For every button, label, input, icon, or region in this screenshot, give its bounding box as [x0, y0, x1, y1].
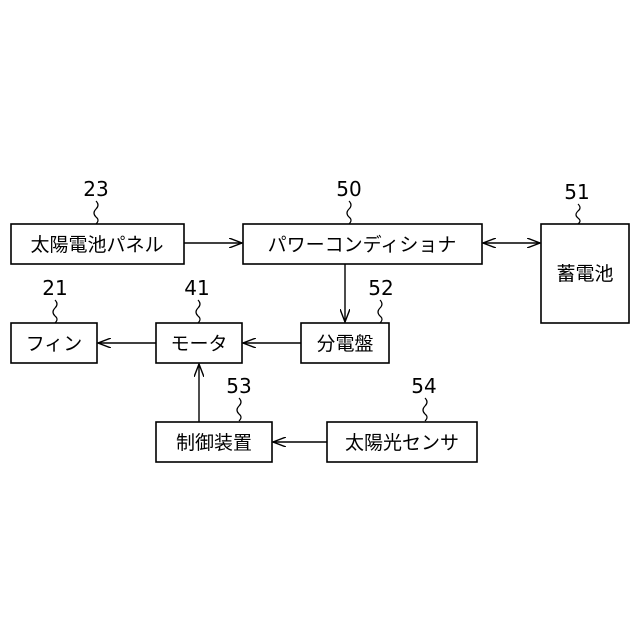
leader-motor [196, 300, 200, 323]
node-battery: 蓄電池 [541, 224, 629, 323]
distribution-board-label: 分電盤 [316, 333, 373, 355]
leader-control-device [237, 398, 241, 421]
ref-number-battery: 51 [564, 180, 589, 204]
power-conditioner-label: パワーコンディショナ [268, 234, 457, 256]
node-motor: モータ [156, 323, 242, 363]
node-power-conditioner: パワーコンディショナ [243, 224, 482, 264]
sun-sensor-label: 太陽光センサ [345, 432, 459, 454]
solar-panel-label: 太陽電池パネル [30, 234, 163, 256]
fin-label: フィン [26, 333, 83, 355]
node-control-device: 制御装置 [156, 422, 272, 462]
ref-number-sun-sensor: 54 [411, 374, 436, 398]
leader-distribution-board [378, 300, 382, 323]
node-sun-sensor: 太陽光センサ [327, 422, 477, 462]
leader-solar-panel [94, 201, 98, 224]
ref-number-solar-panel: 23 [83, 177, 108, 201]
node-distribution-board: 分電盤 [301, 323, 389, 363]
leader-power-conditioner [347, 201, 351, 224]
node-fin: フィン [11, 323, 97, 363]
motor-label: モータ [170, 333, 227, 355]
ref-number-motor: 41 [184, 276, 209, 300]
node-solar-panel: 太陽電池パネル [11, 224, 184, 264]
ref-number-power-conditioner: 50 [336, 177, 361, 201]
ref-number-control-device: 53 [226, 374, 251, 398]
control-device-label: 制御装置 [176, 432, 252, 454]
leader-fin [53, 300, 57, 323]
leader-sun-sensor [423, 398, 427, 421]
ref-number-fin: 21 [42, 276, 67, 300]
leader-battery [576, 204, 580, 224]
battery-label: 蓄電池 [556, 263, 613, 285]
ref-number-distribution-board: 52 [368, 276, 393, 300]
